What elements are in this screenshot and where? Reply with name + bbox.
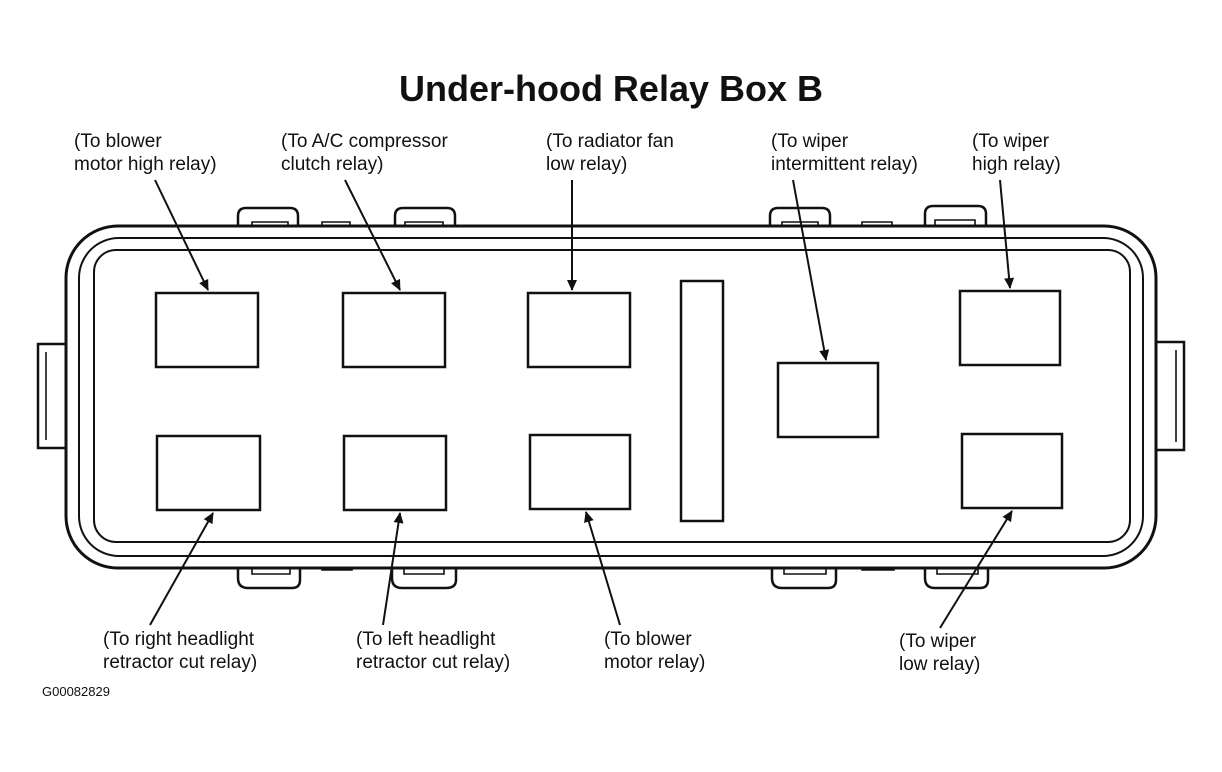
arrow-left-headlight-retractor-cut-relay bbox=[382, 512, 404, 626]
socket-ac-compressor-clutch-relay bbox=[341, 291, 447, 369]
arrow-wiper-intermittent-relay bbox=[792, 179, 830, 361]
arrow-right-headlight-retractor-cut-relay bbox=[149, 512, 214, 626]
label-line: (To wiper bbox=[771, 131, 849, 152]
arrow-blower-motor-relay bbox=[584, 511, 621, 626]
label-line: (To blower bbox=[604, 629, 692, 650]
label-line: motor relay) bbox=[604, 652, 706, 673]
label-line: (To radiator fan bbox=[546, 131, 674, 152]
label-line: (To wiper bbox=[972, 131, 1050, 152]
figure-code: G00082829 bbox=[42, 684, 110, 699]
leader-arrows bbox=[149, 179, 1015, 629]
label-wiper-low-relay: (To wiper low relay) bbox=[899, 630, 980, 676]
socket-radiator-fan-low-relay bbox=[526, 291, 632, 369]
label-line: low relay) bbox=[546, 154, 628, 175]
arrow-ac-compressor-clutch-relay bbox=[344, 179, 401, 291]
arrow-blower-motor-high-relay bbox=[154, 179, 209, 291]
socket-wiper-low-relay bbox=[960, 432, 1064, 510]
label-right-headlight-retractor-cut-relay: (To right headlight retractor cut relay) bbox=[103, 628, 257, 674]
arrow-wiper-low-relay bbox=[939, 510, 1013, 629]
arrow-wiper-high-relay bbox=[999, 179, 1015, 289]
side-tabs bbox=[36, 340, 1186, 452]
label-line: retractor cut relay) bbox=[103, 652, 258, 673]
label-line: clutch relay) bbox=[281, 154, 384, 175]
label-blower-motor-high-relay: (To blower motor high relay) bbox=[74, 130, 217, 176]
socket-left-headlight-retractor-cut-relay bbox=[342, 434, 448, 512]
label-line: (To A/C compressor bbox=[281, 131, 448, 152]
label-wiper-intermittent-relay: (To wiper intermittent relay) bbox=[771, 130, 918, 176]
label-line: low relay) bbox=[899, 654, 981, 675]
socket-blower-motor-relay bbox=[528, 433, 632, 511]
label-line: (To blower bbox=[74, 131, 162, 152]
label-line: (To right headlight bbox=[103, 629, 255, 650]
label-line: (To wiper bbox=[899, 631, 977, 652]
label-line: high relay) bbox=[972, 154, 1061, 175]
socket-right-headlight-retractor-cut-relay bbox=[155, 434, 262, 512]
diagram-title: Under-hood Relay Box B bbox=[398, 68, 824, 109]
socket-wiper-high-relay bbox=[958, 289, 1062, 367]
label-line: (To left headlight bbox=[356, 629, 496, 650]
label-line: motor high relay) bbox=[74, 154, 217, 175]
label-wiper-high-relay: (To wiper high relay) bbox=[972, 130, 1061, 176]
label-left-headlight-retractor-cut-relay: (To left headlight retractor cut relay) bbox=[356, 628, 510, 674]
label-line: intermittent relay) bbox=[771, 154, 918, 175]
label-ac-compressor-clutch-relay: (To A/C compressor clutch relay) bbox=[281, 130, 448, 176]
socket-blower-motor-high-relay bbox=[154, 291, 260, 369]
relay-sockets bbox=[154, 279, 1064, 523]
socket-wiper-intermittent-relay bbox=[776, 361, 880, 439]
fuse-strip bbox=[679, 279, 725, 523]
relay-box-housing bbox=[64, 224, 1158, 570]
label-radiator-fan-low-relay: (To radiator fan low relay) bbox=[546, 130, 674, 176]
label-blower-motor-relay: (To blower motor relay) bbox=[604, 628, 705, 674]
label-line: retractor cut relay) bbox=[356, 652, 511, 673]
